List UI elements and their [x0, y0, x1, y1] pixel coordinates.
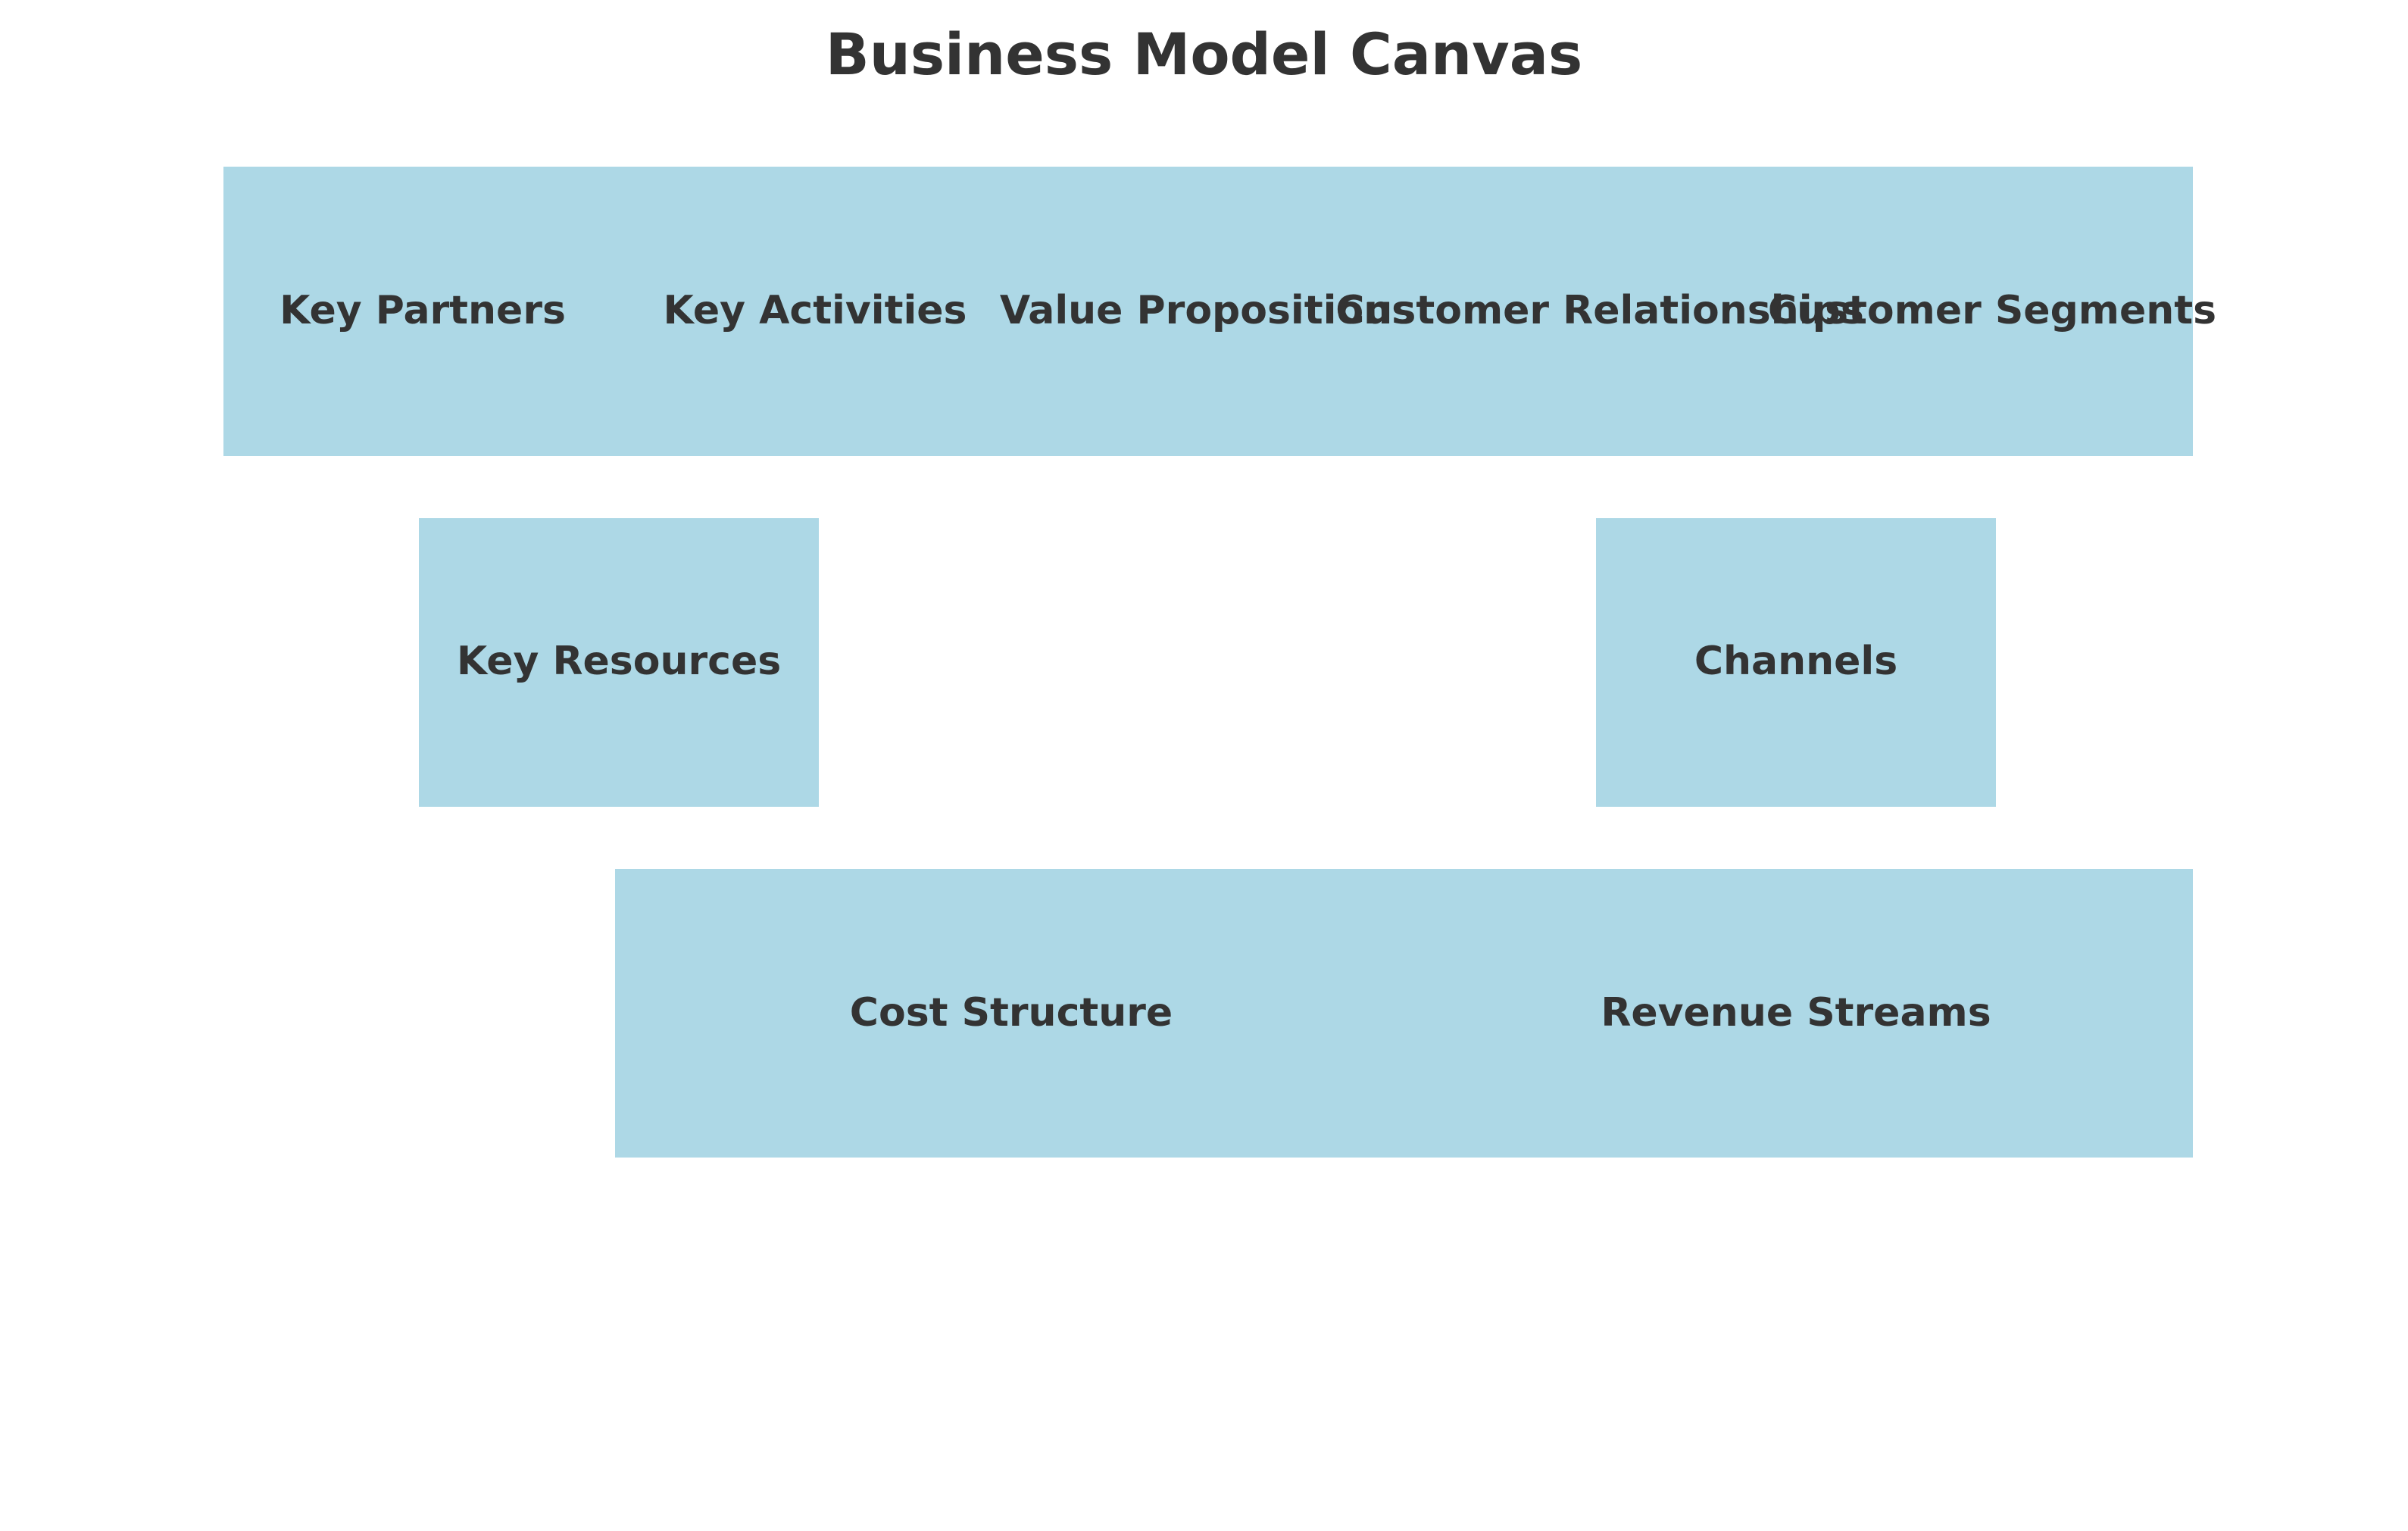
cost-structure-label: Cost Structure	[849, 990, 1173, 1036]
top-band-block	[223, 167, 2193, 456]
customer-relationships-label: Customer Relationships	[1335, 288, 1864, 333]
key-resources-block	[419, 518, 819, 807]
key-activities-label: Key Activities	[663, 288, 967, 333]
bottom-band-block	[615, 869, 2193, 1158]
customer-segments-label: Customer Segments	[1767, 288, 2217, 333]
channels-block	[1596, 518, 1996, 807]
revenue-streams-label: Revenue Streams	[1601, 990, 1991, 1036]
diagram-title: Business Model Canvas	[825, 20, 1583, 88]
channels-label: Channels	[1694, 639, 1898, 684]
key-partners-label: Key Partners	[280, 288, 566, 333]
key-resources-label: Key Resources	[456, 639, 782, 684]
value-propositions-label: Value Propositions	[999, 288, 1416, 333]
